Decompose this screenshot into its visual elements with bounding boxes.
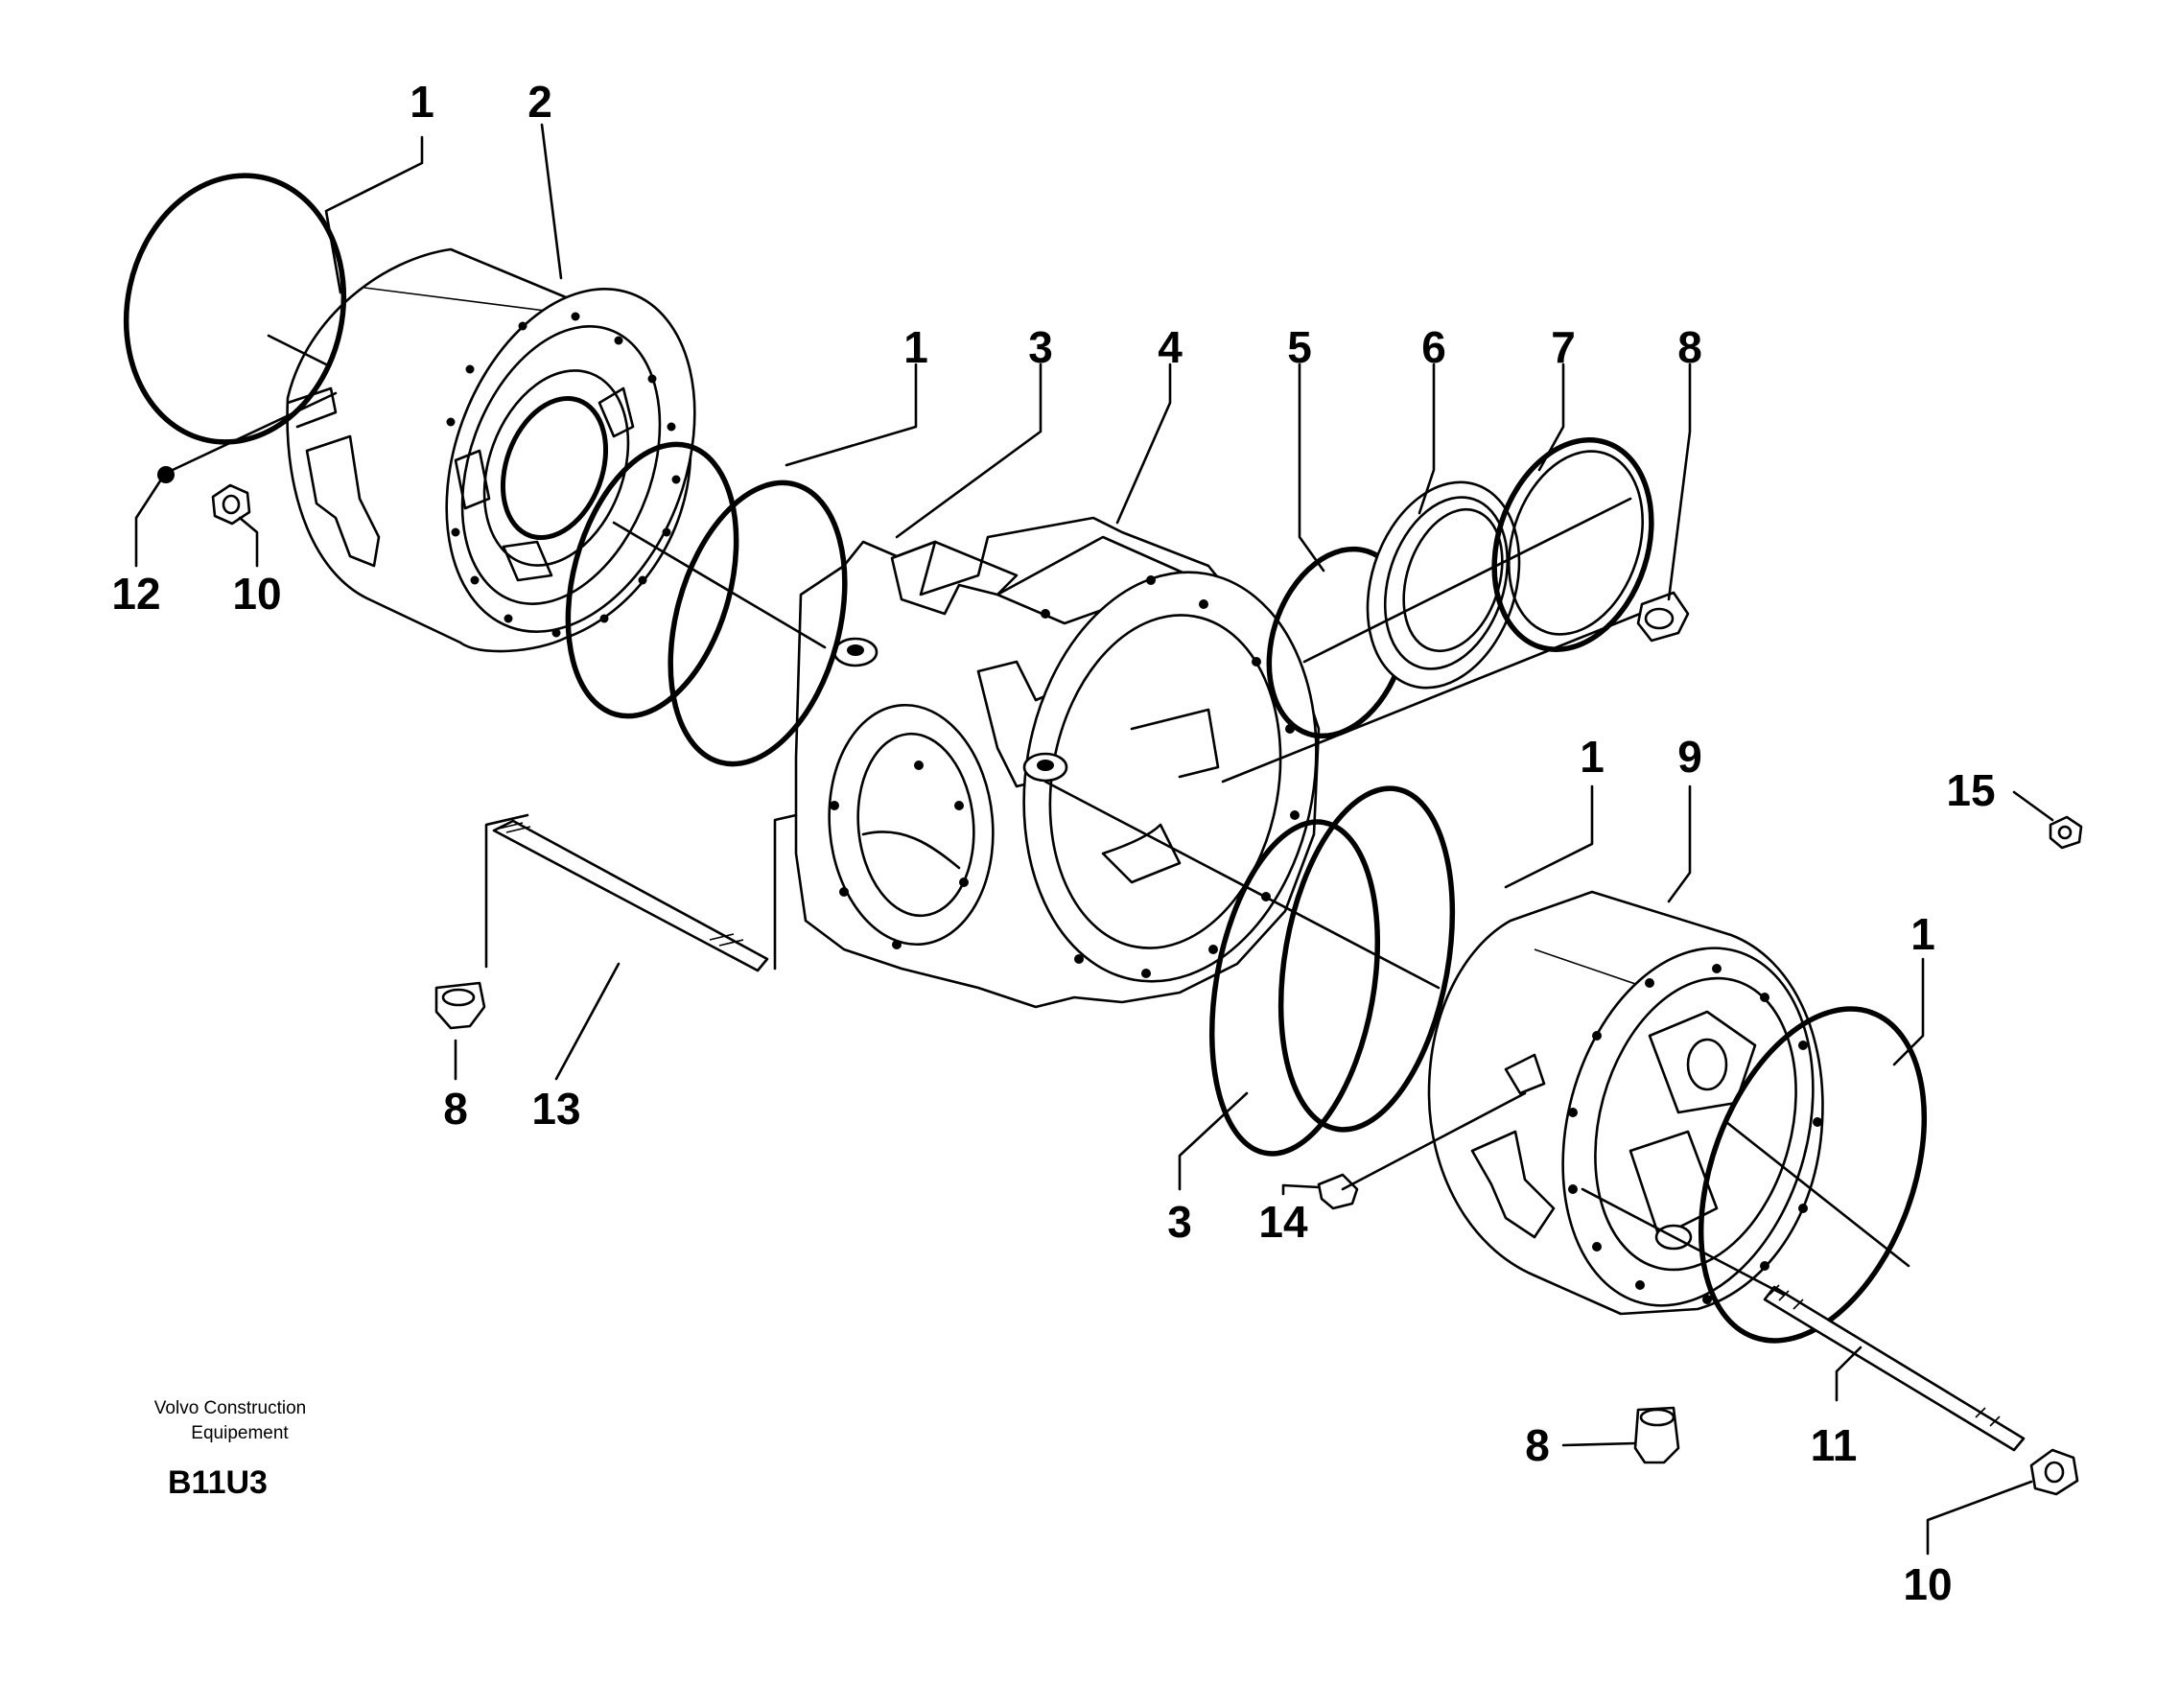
callout-2: 2	[527, 77, 552, 127]
o-ring-3-left	[668, 480, 848, 767]
callout-10-bottom: 10	[1903, 1559, 1952, 1609]
manufacturer-caption-line1: Volvo Construction	[154, 1398, 306, 1418]
nut-15	[2049, 815, 2083, 850]
seal-6	[1366, 480, 1521, 690]
callout-8-left: 8	[443, 1084, 468, 1134]
nut-10-left	[211, 483, 251, 526]
callout-9: 9	[1677, 732, 1702, 782]
callout-6: 6	[1421, 322, 1446, 372]
callout-10-left: 10	[232, 569, 281, 619]
plug-8-bottom	[1633, 1406, 1680, 1464]
o-ring-3-right	[1208, 819, 1381, 1157]
callout-1-top-left: 1	[410, 77, 434, 127]
o-ring-1-far-right	[1698, 1006, 1928, 1344]
callout-1-right: 1	[1580, 732, 1605, 782]
o-ring-1-right	[1277, 785, 1456, 1133]
callout-3-bottom: 3	[1167, 1197, 1192, 1247]
callout-4: 4	[1158, 322, 1183, 372]
callout-1-mid: 1	[903, 322, 928, 372]
plug-8-left	[434, 981, 486, 1030]
left-housing	[286, 247, 696, 653]
o-ring-1-left	[565, 441, 739, 719]
callout-7: 7	[1551, 322, 1576, 372]
stud-13	[492, 819, 769, 972]
callout-12: 12	[111, 569, 160, 619]
callout-8-bottom: 8	[1525, 1420, 1550, 1470]
callout-1-far-right: 1	[1910, 909, 1935, 959]
right-housing	[1427, 890, 1824, 1316]
callout-14: 14	[1258, 1197, 1308, 1247]
leader-lines	[134, 123, 2054, 1556]
callout-15: 15	[1946, 765, 1995, 815]
callout-13: 13	[531, 1084, 580, 1134]
callout-3-mid: 3	[1028, 322, 1053, 372]
manufacturer-caption-line2: Equipement	[191, 1423, 289, 1443]
nut-10-right	[2029, 1448, 2079, 1496]
callout-11: 11	[1811, 1420, 1858, 1470]
o-ring-1-top-left	[123, 173, 347, 445]
stud-11	[1763, 1284, 2026, 1452]
callout-5: 5	[1287, 322, 1312, 372]
screw-14	[1317, 1173, 1359, 1210]
central-axle-housing	[794, 516, 1321, 1009]
plug-8-top	[1636, 591, 1690, 643]
diagram-code: B11U3	[168, 1464, 268, 1501]
callout-8-top: 8	[1677, 322, 1702, 372]
ring-7	[1491, 437, 1654, 652]
